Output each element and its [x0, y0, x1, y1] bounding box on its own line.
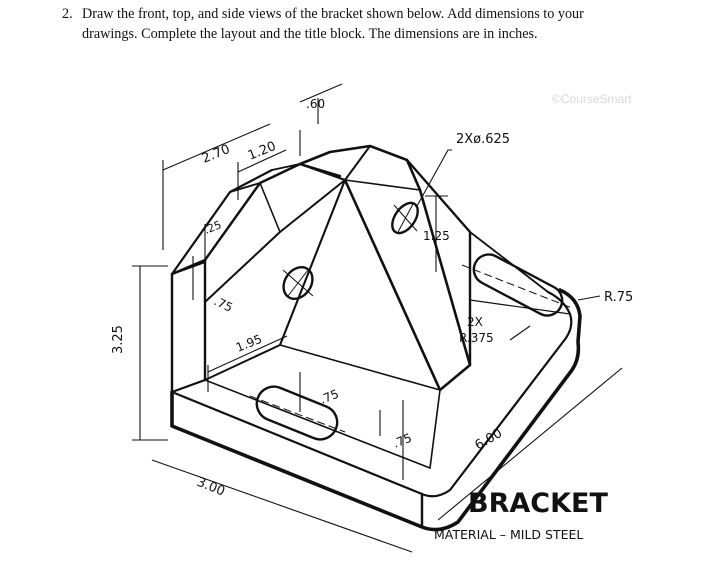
material-note: MATERIAL – MILD STEEL — [434, 527, 583, 542]
dim-1-25: 1.25 — [423, 229, 450, 243]
slot-radius: R.375 — [459, 331, 494, 345]
dim-1-20: 1.20 — [246, 139, 278, 164]
dim-6-00: 6.00 — [473, 426, 506, 453]
upright-inner-face — [204, 179, 346, 381]
dim-1-95: 1.95 — [234, 332, 264, 355]
problem-text-line-1: Draw the front, top, and side views of t… — [82, 6, 584, 22]
base-plate-outline — [170, 288, 582, 532]
dim-0-60: .60 — [306, 97, 325, 111]
upright-left-face — [170, 258, 207, 394]
bracket-body — [170, 144, 582, 532]
features — [255, 201, 564, 441]
rib-top-ridge — [298, 144, 422, 192]
problem-number: 2. — [62, 6, 73, 22]
watermark: ©CourseSmart — [552, 92, 632, 106]
gusset-rib — [343, 178, 472, 392]
dim-0-75-slot: .75 — [318, 387, 341, 407]
dim-2-70: 2.70 — [200, 142, 232, 167]
slot-rear — [472, 253, 564, 317]
problem-text-line-2: drawings. Complete the layout and the ti… — [82, 26, 538, 42]
base-top-edge — [170, 290, 573, 498]
upright-top-edge — [203, 162, 342, 262]
dim-0-25: .25 — [202, 218, 223, 237]
slot-qty: 2X — [467, 315, 483, 329]
corner-radius: R.75 — [604, 290, 633, 305]
center-lines — [249, 203, 573, 433]
dim-3-25: 3.25 — [111, 325, 126, 354]
hole-callout: 2Xø.625 — [456, 132, 510, 147]
dimension-labels: 2.70 1.20 .60 .25 .75 1.95 3.25 3.00 .75… — [111, 97, 633, 500]
dim-0-75-base: .75 — [391, 431, 414, 451]
dim-3-00: 3.00 — [195, 475, 227, 500]
drawing-title: BRACKET — [468, 488, 608, 519]
dimension-lines — [132, 83, 623, 553]
dim-0-75-left: .75 — [212, 294, 235, 315]
hole-rib-side — [391, 201, 419, 235]
hole-upright — [282, 266, 314, 300]
